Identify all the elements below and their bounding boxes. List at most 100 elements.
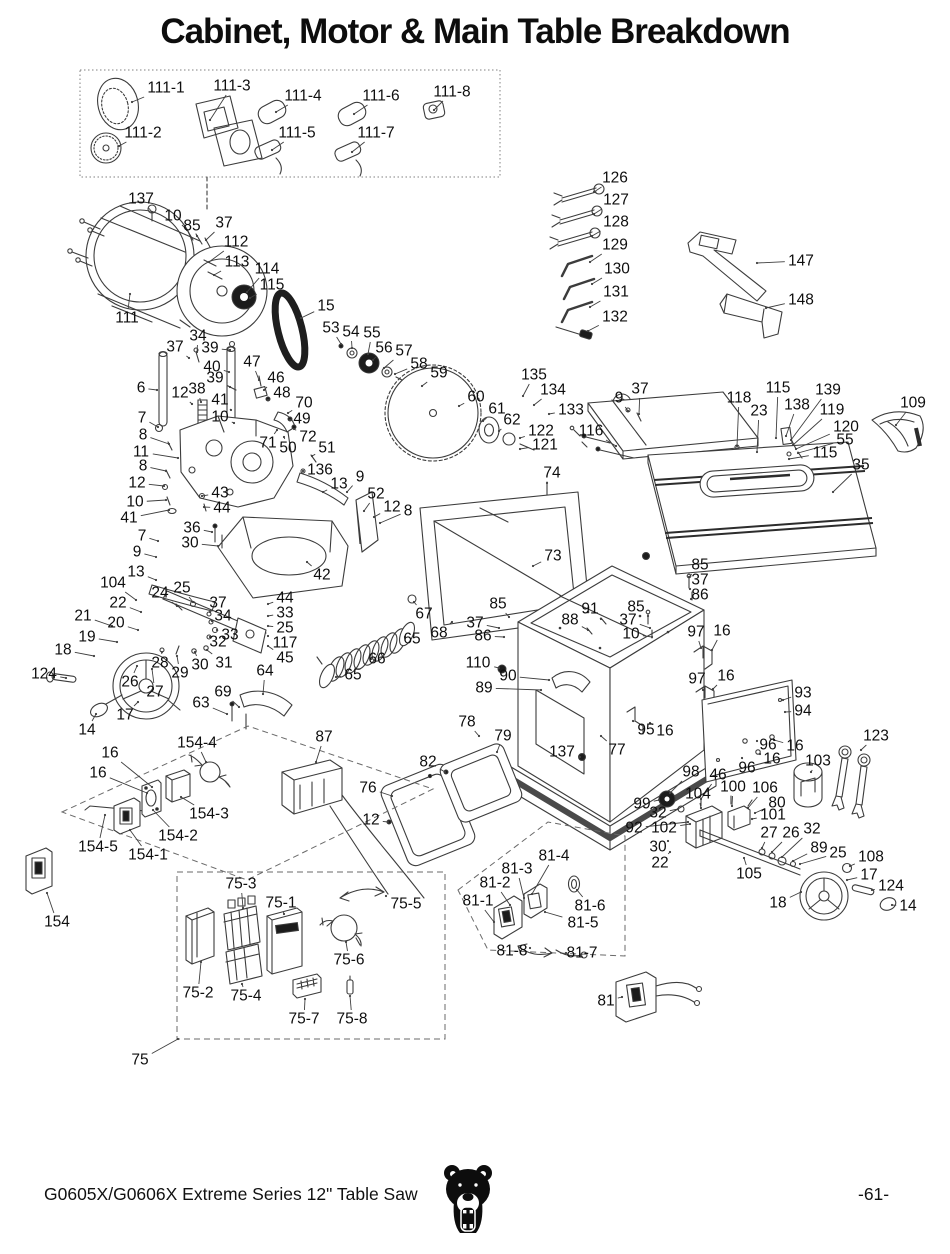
callout-16: 16 [101,744,119,762]
callout-27: 27 [760,824,778,842]
callout-37: 37 [631,380,649,398]
callout-25: 25 [276,619,294,637]
callout-14: 14 [899,897,917,915]
callout-71: 71 [259,434,277,452]
callout-27: 27 [146,683,164,701]
callout-130: 130 [604,260,630,278]
callout-111-5: 111-5 [278,124,316,142]
callout-26: 26 [782,824,800,842]
callout-22: 22 [109,594,127,612]
callout-20: 20 [107,614,125,632]
callout-37: 37 [691,571,709,589]
callout-85: 85 [489,595,507,613]
callout-95: 95 [637,721,655,739]
callout-15: 15 [317,297,335,315]
callout-103: 103 [805,752,831,770]
callout-32: 32 [209,633,227,651]
callout-37: 37 [209,594,227,612]
callout-13: 13 [330,475,348,493]
callout-58: 58 [410,355,428,373]
callout-108: 108 [858,848,884,866]
callout-16: 16 [713,622,731,640]
callout-13: 13 [127,563,145,581]
callout-75-6: 75-6 [333,951,365,969]
callout-111-6: 111-6 [362,87,400,105]
callout-81-3: 81-3 [501,860,533,878]
callout-111-8: 111-8 [433,83,471,101]
callout-133: 133 [558,401,584,419]
callout-127: 127 [603,191,629,209]
callout-77: 77 [608,741,626,759]
callout-40: 40 [203,358,221,376]
callout-32: 32 [803,820,821,838]
callout-41: 41 [120,509,138,527]
callout-60: 60 [467,388,485,406]
callout-154-3: 154-3 [189,805,229,823]
callout-119: 119 [819,401,845,419]
callout-106: 106 [752,779,778,797]
callout-75-7: 75-7 [288,1010,320,1028]
callout-115: 115 [259,276,285,294]
callout-131: 131 [603,283,629,301]
callout-55: 55 [363,324,381,342]
callout-136: 136 [307,461,333,479]
callout-66: 66 [368,650,386,668]
callout-88: 88 [561,611,579,629]
callout-43: 43 [211,484,229,502]
callout-147: 147 [788,252,814,270]
callout-154-4: 154-4 [177,734,217,752]
callout-154-2: 154-2 [158,827,198,845]
callout-89: 89 [810,839,828,857]
callout-89: 89 [475,679,493,697]
callout-37: 37 [166,338,184,356]
callout-111-4: 111-4 [284,87,322,105]
callout-11: 11 [132,443,150,461]
callout-29: 29 [171,664,189,682]
callout-23: 23 [750,402,768,420]
callout-65: 65 [403,630,421,648]
callout-98: 98 [682,763,700,781]
callout-44: 44 [276,589,294,607]
callout-30: 30 [191,656,209,674]
callout-112: 112 [223,233,249,251]
callout-121: 121 [532,436,558,454]
callout-51: 51 [318,439,336,457]
callout-75: 75 [131,1051,149,1069]
callout-16: 16 [717,667,735,685]
callout-118: 118 [726,389,752,407]
callout-124: 124 [31,665,57,683]
callout-75-3: 75-3 [225,875,257,893]
callout-128: 128 [603,213,629,231]
callout-33: 33 [221,626,239,644]
callout-79: 79 [494,727,512,745]
callout-32: 32 [649,804,667,822]
callout-94: 94 [794,702,812,720]
callout-115: 115 [765,379,791,397]
callout-68: 68 [430,624,448,642]
callout-39: 39 [206,369,224,387]
callout-139: 139 [815,381,841,399]
callout-49: 49 [293,410,311,428]
callout-7: 7 [137,409,147,427]
callout-16: 16 [89,764,107,782]
callout-124: 124 [878,877,904,895]
callout-30: 30 [649,838,667,856]
callout-96: 96 [738,759,756,777]
callout-16: 16 [656,722,674,740]
callout-37: 37 [215,214,233,232]
callout-81-5: 81-5 [567,914,599,932]
callout-111-3: 111-3 [213,77,251,95]
callout-9: 9 [355,468,365,486]
callout-18: 18 [769,894,787,912]
callout-64: 64 [256,662,274,680]
callout-109: 109 [900,394,926,412]
callout-86: 86 [691,586,709,604]
callout-18: 18 [54,641,72,659]
callout-10: 10 [164,207,182,225]
callout-42: 42 [313,566,331,584]
callout-6: 6 [136,379,146,397]
callout-96: 96 [759,736,777,754]
callout-26: 26 [121,673,139,691]
